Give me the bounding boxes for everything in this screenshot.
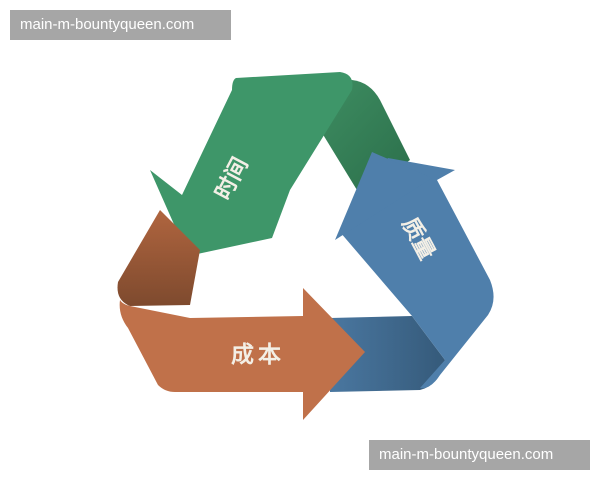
time-arrow: 时间: [150, 72, 353, 256]
quality-arrow: 质量: [335, 152, 494, 389]
cost-fold: [117, 210, 200, 306]
cost-arrow: 成本: [119, 288, 366, 420]
watermark-bottom: main-m-bountyqueen.com: [369, 440, 590, 470]
cost-label: 成本: [231, 342, 285, 368]
quality-fold: [330, 316, 445, 392]
watermark-top: main-m-bountyqueen.com: [10, 10, 231, 40]
